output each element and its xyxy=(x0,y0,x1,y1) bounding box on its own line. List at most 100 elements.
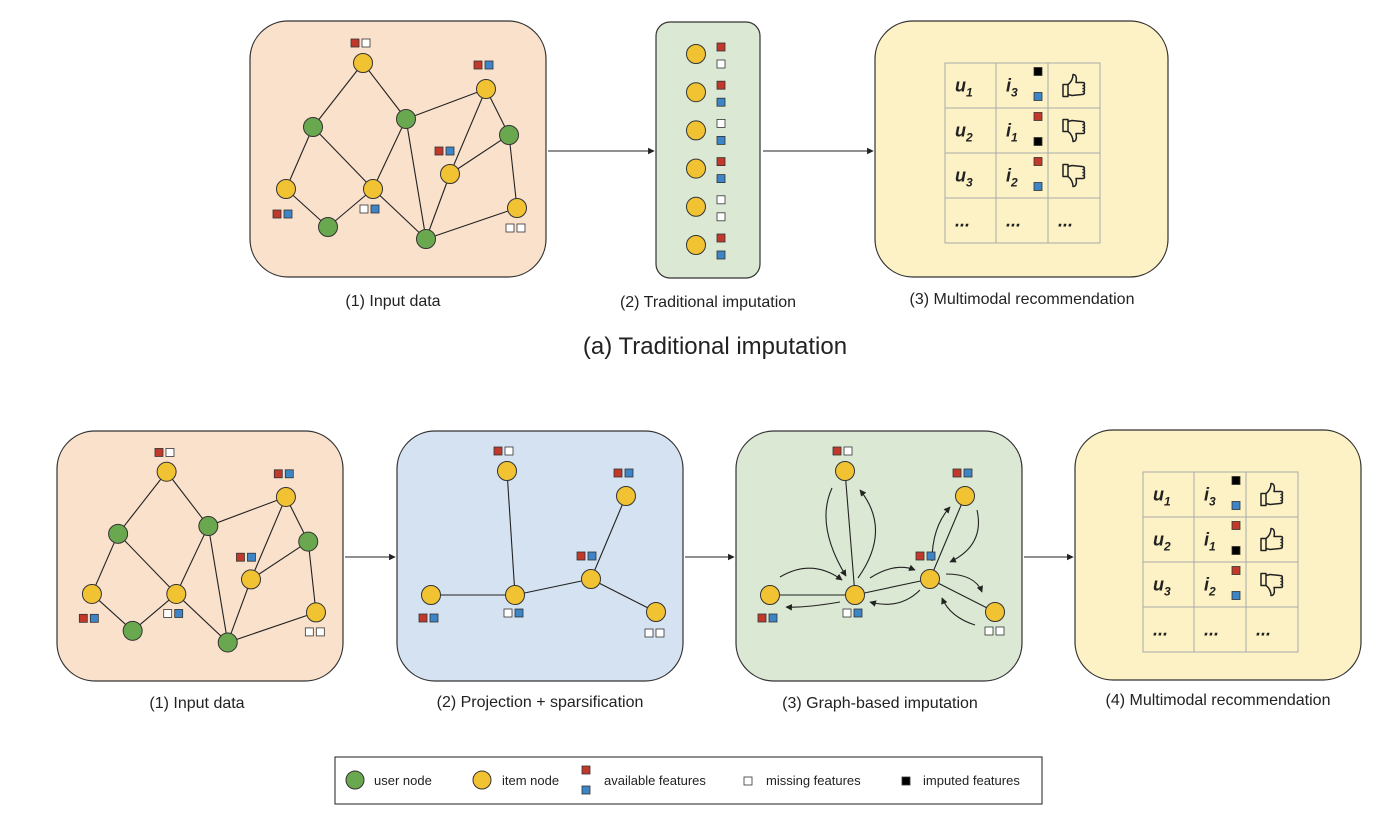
graph-edge xyxy=(372,188,427,240)
item-node xyxy=(686,44,706,64)
user-node xyxy=(122,620,143,641)
feature-square-white xyxy=(361,38,371,48)
graph-edge xyxy=(929,495,966,580)
panel-projection-sparsification xyxy=(396,430,684,682)
item-node xyxy=(835,461,855,481)
propagation-arrow xyxy=(785,601,841,611)
feature-square-white xyxy=(504,446,514,456)
feature-square-white xyxy=(304,627,314,637)
item-node xyxy=(156,461,177,482)
feature-square-blue xyxy=(587,551,597,561)
feature-square-white xyxy=(505,223,515,233)
item-node xyxy=(275,486,296,507)
feature-square-white xyxy=(716,195,726,205)
user-node xyxy=(416,229,436,249)
feature-square-red xyxy=(716,233,726,243)
feature-square-white xyxy=(644,628,654,638)
item-node xyxy=(686,120,706,141)
graph-edge xyxy=(854,578,931,596)
graph-edge xyxy=(425,207,518,240)
feature-square-blue xyxy=(284,469,294,479)
graph-edge xyxy=(208,496,287,527)
item-node xyxy=(497,461,517,481)
user-node xyxy=(396,109,416,129)
feature-square-white xyxy=(716,59,726,69)
item-node xyxy=(421,585,441,605)
caption-input-data-a: (1) Input data xyxy=(345,293,440,310)
item-node xyxy=(81,583,102,604)
feature-square-blue xyxy=(716,135,726,145)
panel-recommendation-b xyxy=(1074,429,1362,681)
ellipsis-cell: ... xyxy=(1204,620,1219,640)
imputed-item-list xyxy=(686,42,726,260)
propagation-arrow xyxy=(825,487,847,577)
feature-square-white xyxy=(655,628,665,638)
feature-square-white xyxy=(163,609,173,618)
graph-edge xyxy=(590,495,627,580)
feature-square-white xyxy=(516,223,526,233)
propagation-arrow xyxy=(869,589,921,607)
item-node xyxy=(363,179,383,199)
item-node xyxy=(440,164,460,184)
feature-square-white xyxy=(995,626,1005,636)
feature-square-red xyxy=(613,468,623,478)
caption-projection-sparsification: (2) Projection + sparsification xyxy=(437,694,644,711)
item-node xyxy=(305,602,326,623)
feature-square-red xyxy=(493,446,503,456)
item-node xyxy=(353,53,373,73)
item-node xyxy=(955,486,975,506)
feature-square-red xyxy=(434,146,444,156)
feature-square-red xyxy=(272,209,282,219)
feature-square-red xyxy=(915,551,925,561)
propagation-arrow xyxy=(949,509,979,563)
feature-square-blue xyxy=(484,60,494,70)
feature-square-blue xyxy=(716,97,726,107)
feature-square-blue xyxy=(853,608,863,618)
feature-square-red xyxy=(716,42,726,52)
item-node xyxy=(985,602,1005,622)
panel-traditional-imputation xyxy=(655,21,761,279)
legend-missing-label: missing features xyxy=(766,773,861,788)
caption-input-data-b: (1) Input data xyxy=(149,695,244,712)
graph-edge xyxy=(166,471,209,527)
graph-edge xyxy=(250,496,287,580)
graph-edge xyxy=(929,578,996,613)
graph-edge xyxy=(117,471,168,535)
item-node xyxy=(505,585,525,605)
user-node xyxy=(303,117,323,137)
feature-square-white xyxy=(984,626,994,636)
feature-square-blue xyxy=(429,613,439,623)
user-node xyxy=(318,217,338,237)
panel-recommendation-a xyxy=(874,20,1169,278)
item-node xyxy=(686,235,706,255)
item-node xyxy=(507,198,527,218)
feature-square-red xyxy=(1033,112,1043,121)
graph-edge xyxy=(312,126,374,190)
feature-square-red xyxy=(473,60,483,70)
propagation-arrow xyxy=(779,567,843,581)
feature-square-white xyxy=(165,448,175,457)
feature-square-blue xyxy=(926,551,936,561)
graph-edge xyxy=(449,134,510,175)
feature-square-red xyxy=(236,552,245,562)
item-node xyxy=(166,583,187,604)
feature-square-white xyxy=(716,212,726,222)
feature-square-blue xyxy=(247,552,256,562)
feature-square-blue xyxy=(370,204,380,214)
legend-imputed-swatch xyxy=(901,776,911,786)
feature-square-red xyxy=(78,613,88,623)
feature-square-white xyxy=(842,608,852,618)
feature-square-blue xyxy=(716,250,726,260)
imputation-graph xyxy=(757,446,1005,636)
item-node xyxy=(646,602,666,622)
feature-square-red xyxy=(716,157,726,167)
feature-square-blue xyxy=(768,613,778,623)
feature-square-blue xyxy=(1033,92,1043,101)
item-node xyxy=(276,179,296,199)
graph-edge xyxy=(514,578,592,596)
feature-square-red xyxy=(1231,521,1241,530)
input-graph-a xyxy=(272,38,527,249)
